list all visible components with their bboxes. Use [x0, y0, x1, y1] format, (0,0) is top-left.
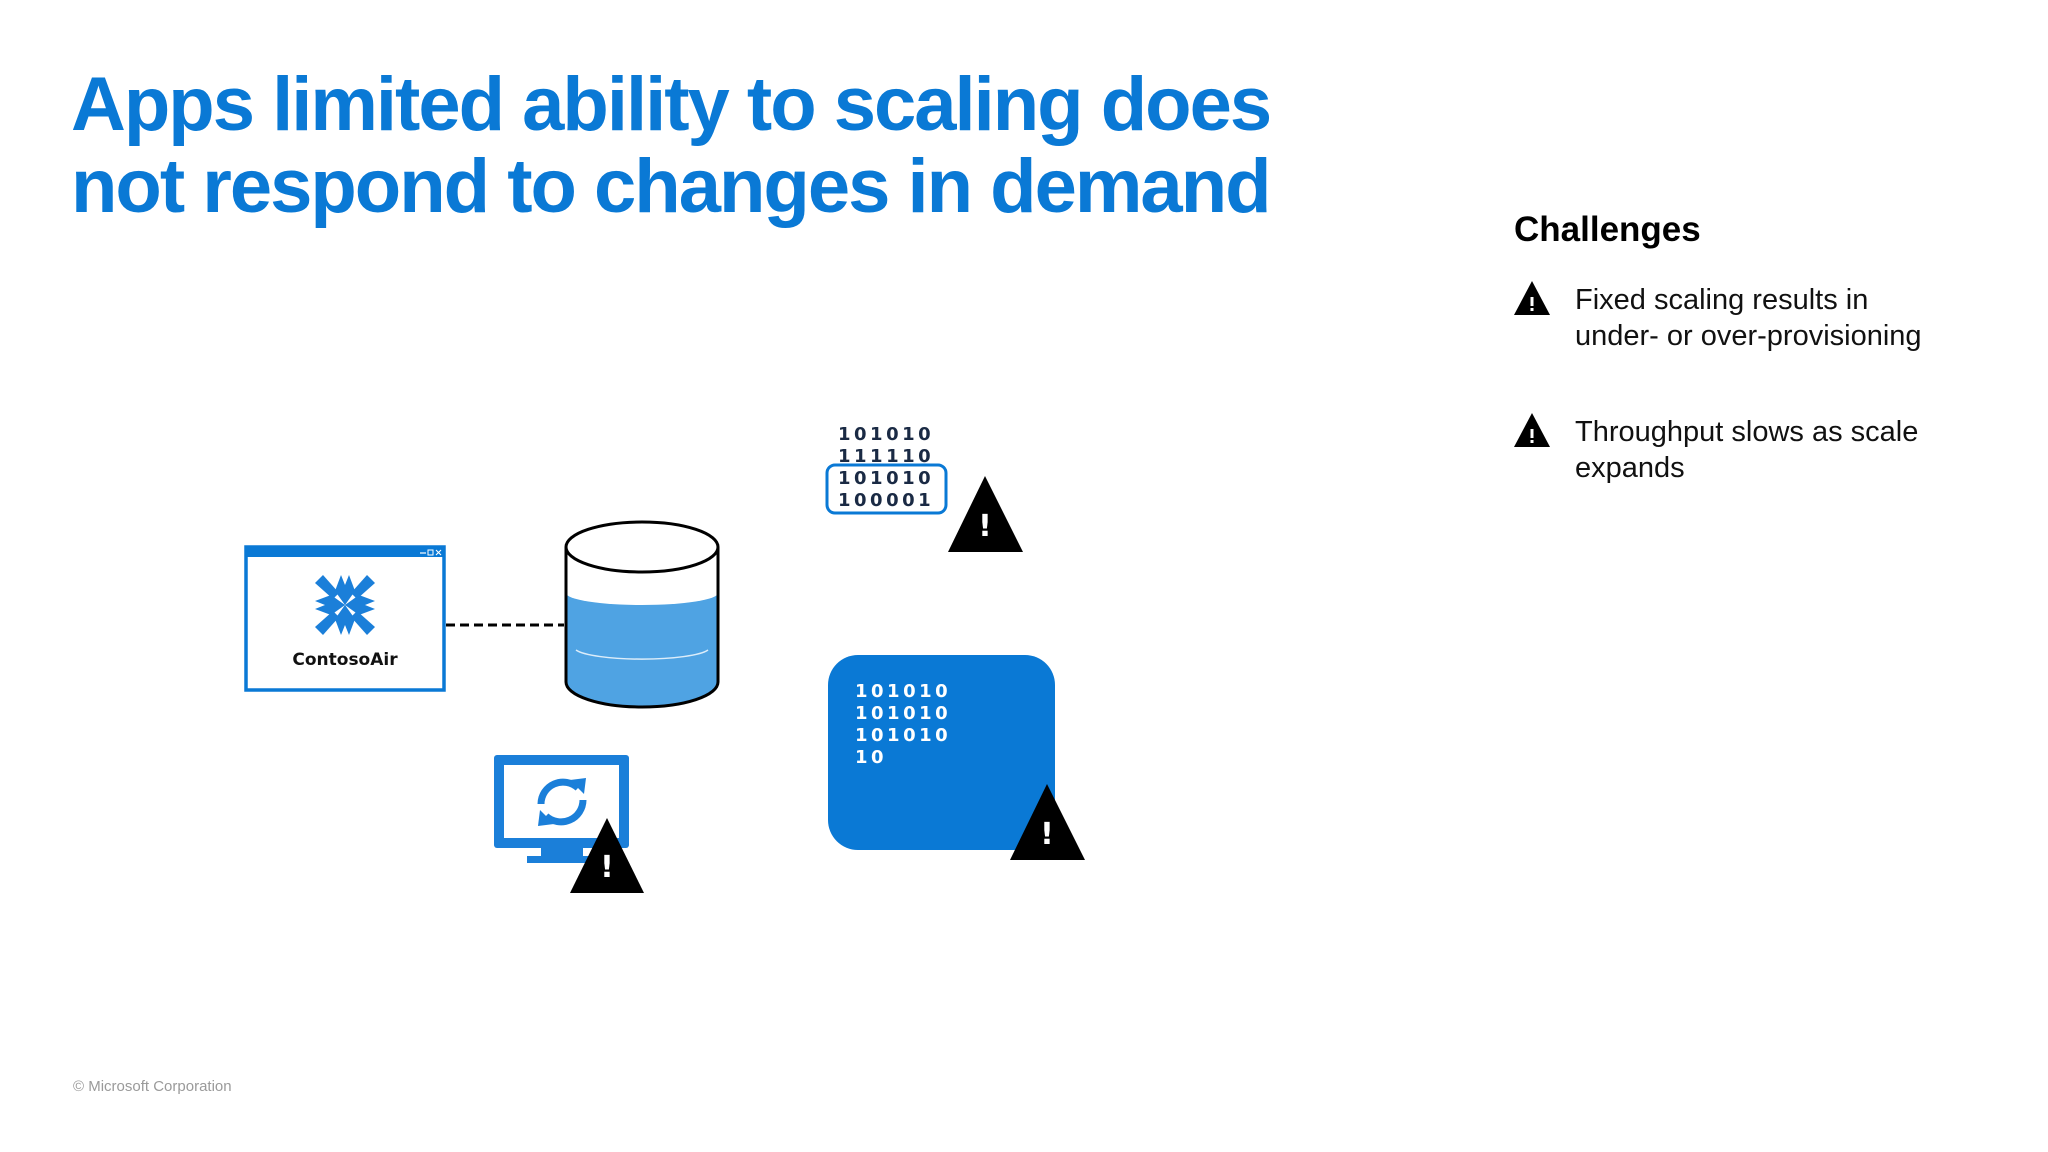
binary-box-line: 101010 [855, 725, 951, 746]
binary-data-icon: 101010 111110 101010 100001 [825, 424, 948, 515]
warning-icon: ! [948, 476, 1023, 552]
app-window-icon: ContosoAir [244, 545, 446, 692]
warning-icon: ! [1010, 784, 1085, 860]
challenges-heading: Challenges [1514, 210, 1701, 249]
monitor-sync-icon [494, 755, 629, 863]
challenge-item: Fixed scaling results in under- or over-… [1514, 281, 1934, 354]
binary-top-line: 101010 [838, 468, 934, 489]
challenge-text: Throughput slows as scale expands [1575, 416, 1919, 484]
warning-icon [1514, 281, 1550, 315]
binary-top-line: 111110 [838, 446, 934, 467]
title-line-1: Apps limited ability to scaling does [71, 62, 1272, 147]
warning-glyph: ! [600, 850, 614, 885]
database-icon [564, 520, 720, 709]
title-line-2: not respond to changes in demand [71, 144, 1272, 229]
storage-block-icon: 101010 101010 101010 10 [828, 655, 1055, 850]
challenges-panel: Challenges Fixed scaling results in unde… [1514, 204, 1934, 546]
warning-icon [1514, 413, 1550, 447]
binary-box-line: 101010 [855, 703, 951, 724]
warning-glyph: ! [1040, 817, 1054, 852]
binary-highlight-box [825, 463, 948, 515]
warning-glyph: ! [978, 509, 992, 544]
contosoair-logo-icon [315, 575, 375, 635]
copyright-footer: © Microsoft Corporation [73, 1078, 232, 1095]
slide-title: Apps limited ability to scaling does not… [71, 64, 1371, 228]
binary-top-line: 100001 [838, 490, 934, 511]
app-window-label: ContosoAir [292, 650, 398, 670]
binary-box-line: 10 [855, 747, 887, 768]
challenge-text: Fixed scaling results in under- or over-… [1575, 284, 1922, 352]
binary-top-line: 101010 [838, 424, 934, 445]
warning-icon: ! [570, 818, 644, 893]
challenge-item: Throughput slows as scale expands [1514, 413, 1934, 486]
binary-box-line: 101010 [855, 681, 951, 702]
